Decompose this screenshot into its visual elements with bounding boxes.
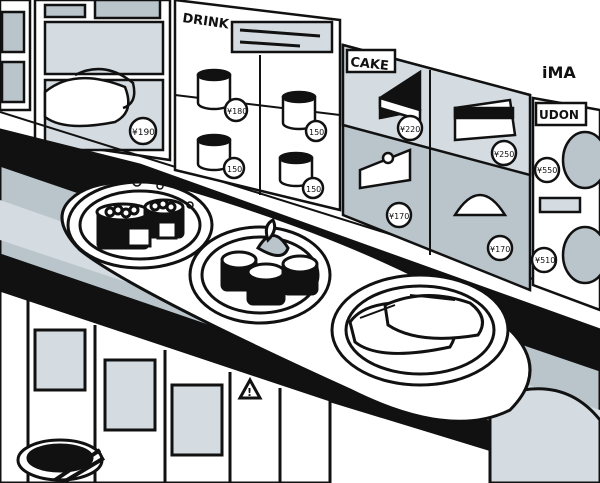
udon-price-1: ¥550	[537, 166, 557, 175]
artist-signature: iMA	[542, 63, 576, 82]
drink-price-1: ¥180	[227, 107, 247, 116]
maki-plate	[188, 217, 332, 325]
nigiri-plate	[330, 273, 510, 387]
cake-price-2: ¥250	[494, 150, 514, 159]
cake-price-4: ¥170	[490, 245, 510, 254]
udon-board-title: UDON	[539, 108, 579, 122]
udon-price-2: ¥510	[535, 256, 555, 265]
sushi-price: ¥190	[132, 128, 155, 138]
soy-sauce-bowl	[16, 438, 106, 483]
udon-board	[530, 96, 600, 312]
drink-price-4: 150	[306, 185, 321, 194]
drink-board	[173, 0, 342, 212]
drink-price-2: 150	[309, 128, 324, 137]
cake-board	[341, 43, 532, 292]
ikura-plate	[66, 177, 214, 270]
cake-board-title: CAKE	[350, 55, 390, 74]
cake-price-3: ¥170	[389, 212, 409, 221]
warning-sign: !	[247, 386, 252, 399]
sushi-menu-items	[43, 67, 158, 146]
cake-price-1: ¥220	[400, 125, 420, 134]
drink-board-title: DRINK	[181, 11, 230, 32]
drink-price-3: 150	[227, 165, 242, 174]
